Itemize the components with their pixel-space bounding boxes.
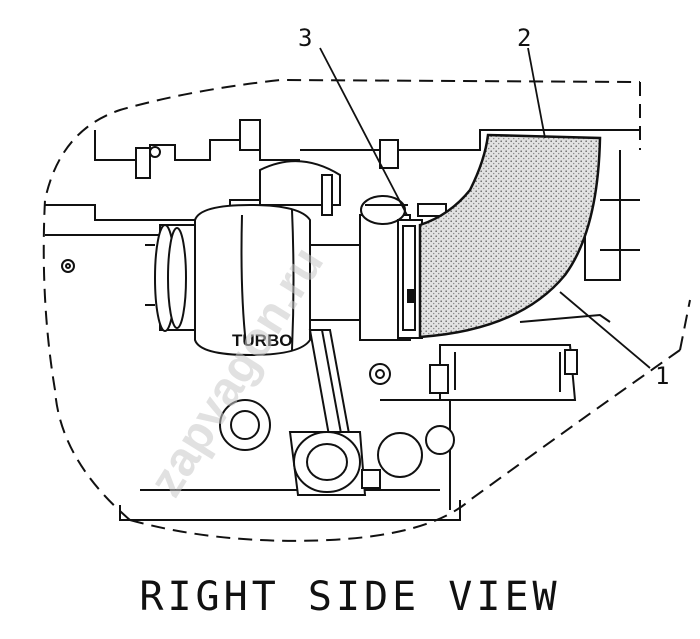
view-outline <box>42 78 641 521</box>
callout-3: 3 <box>298 24 313 52</box>
exhaust-outlet <box>145 224 201 332</box>
leader-line-1 <box>559 291 651 369</box>
callout-2: 2 <box>517 24 532 52</box>
view-outline-bottom <box>129 349 681 542</box>
support-arm <box>219 329 455 496</box>
hose-support-bracket <box>429 313 611 401</box>
mounting-bracket <box>135 119 399 179</box>
turbo-label: TURBO <box>232 331 292 350</box>
view-outline-right <box>639 82 691 351</box>
callout-1: 1 <box>655 362 670 390</box>
leader-lines <box>319 47 651 369</box>
view-caption: RIGHT SIDE VIEW <box>139 574 561 620</box>
air-inlet-hose <box>418 133 602 339</box>
leader-line-3 <box>319 47 408 216</box>
leader-line-2 <box>527 47 546 139</box>
